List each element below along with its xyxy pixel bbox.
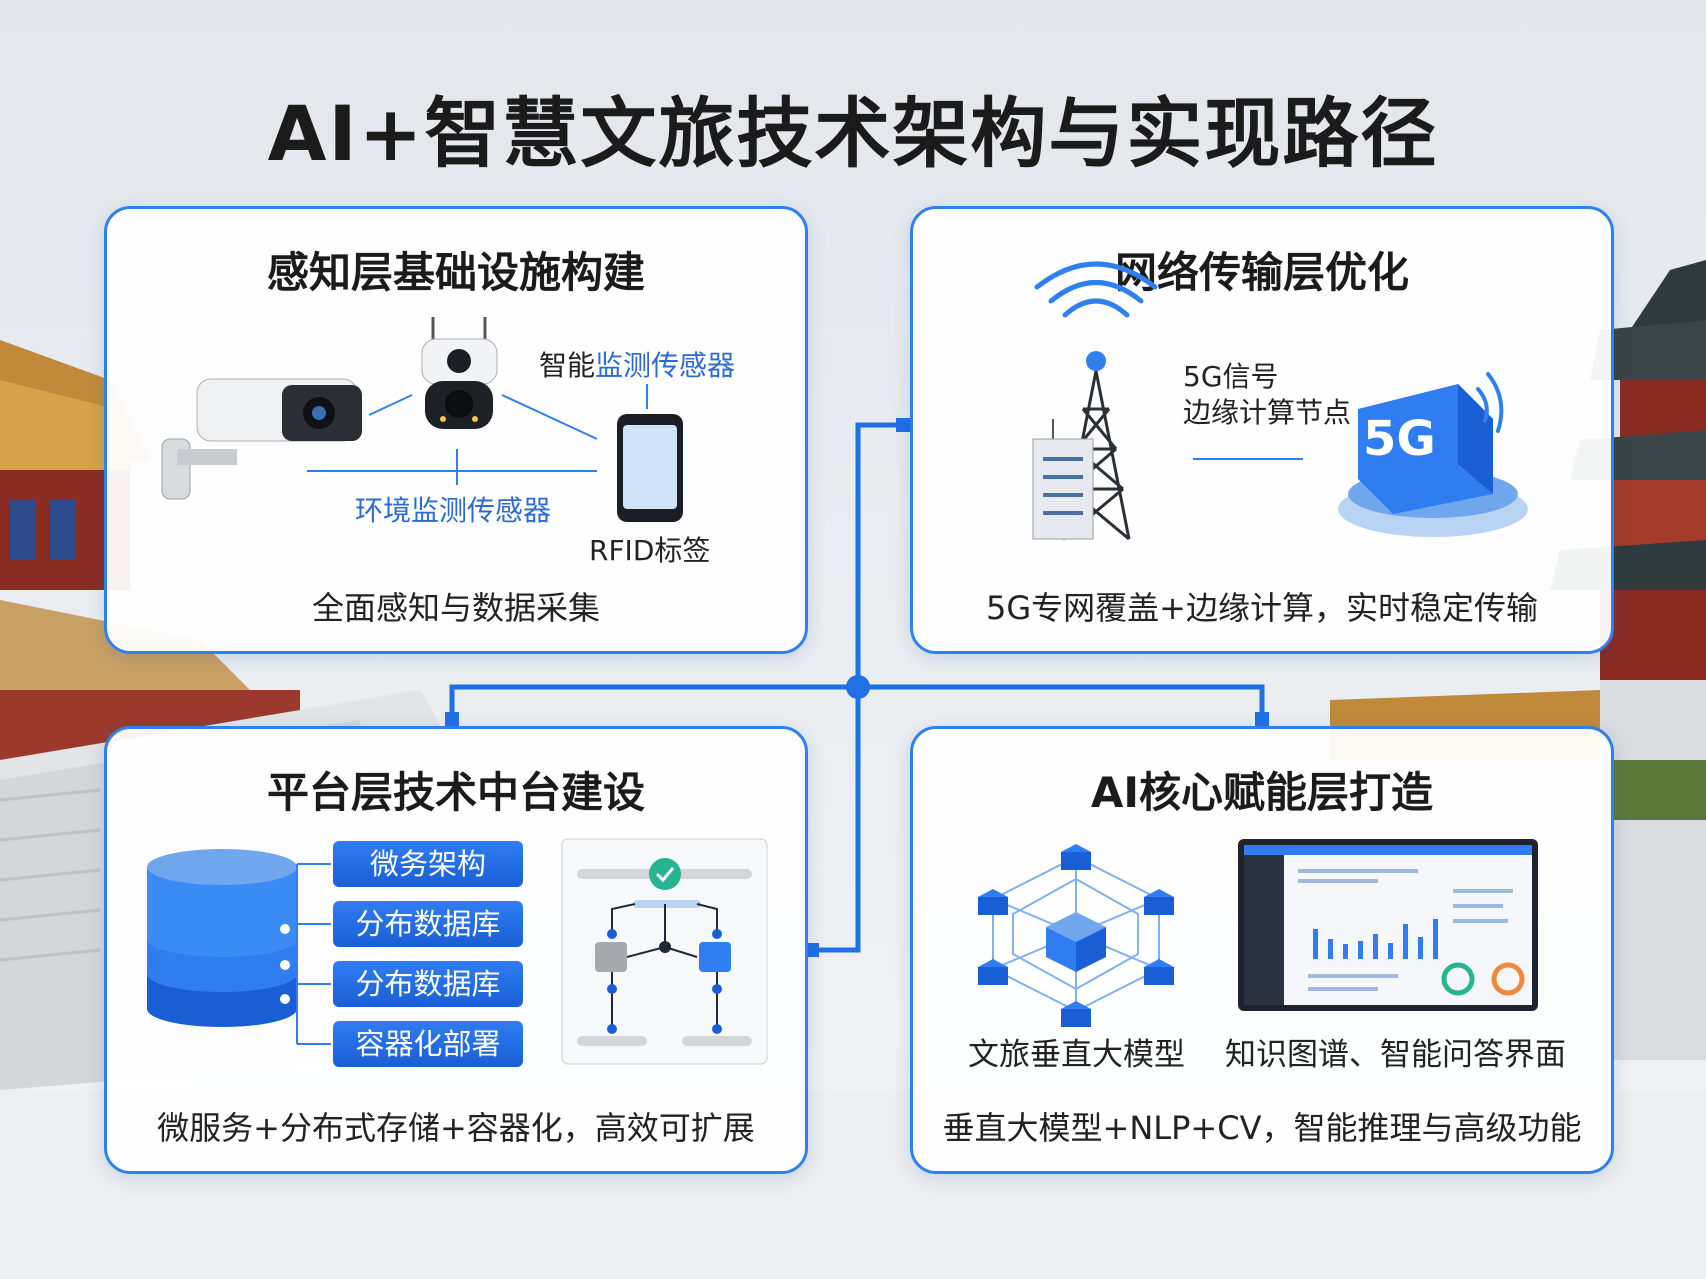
edge-server-icon <box>1032 419 1094 540</box>
knowledge-graph-label: 知识图谱、智能问答界面 <box>1225 1037 1566 1073</box>
right-pagoda-illustration <box>1330 260 1706 1060</box>
rfid-label: RFID标签 <box>589 534 711 567</box>
perception-layer-card: 感知层基础设施构建 <box>104 206 808 654</box>
network-card-title: 网络传输层优化 <box>1114 248 1409 297</box>
bullet-camera-icon <box>161 378 362 500</box>
network-illustration <box>1032 261 1528 541</box>
hub-node <box>846 675 870 699</box>
platform-illustration <box>147 838 768 1065</box>
ai-layer-card: AI核心赋能层打造 <box>910 726 1614 1174</box>
qa-dashboard-screen-icon <box>1238 839 1538 1011</box>
smart-sensor-label: 智能监测传感器 <box>539 349 736 382</box>
perception-illustration <box>161 317 683 522</box>
platform-layer-card: 平台层技术中台建设 <box>104 726 808 1174</box>
page-title: AI+智慧文旅技术架构与实现路径 <box>267 89 1439 178</box>
module-distributed-db-2: 分布数据库 <box>333 961 523 1007</box>
ai-illustration <box>978 839 1538 1027</box>
database-icon <box>147 849 297 1027</box>
env-sensor-label: 环境监测传感器 <box>355 494 552 527</box>
wifi-signal-icon <box>1034 261 1158 318</box>
network-layer-card: 网络传输层优化 <box>910 206 1614 654</box>
perception-card-title: 感知层基础设施构建 <box>266 248 645 297</box>
network-caption: 5G专网覆盖+边缘计算，实时稳定传输 <box>986 589 1538 627</box>
perception-caption: 全面感知与数据采集 <box>311 589 600 627</box>
module-distributed-db-1: 分布数据库 <box>333 901 523 947</box>
module-containerization: 容器化部署 <box>333 1021 523 1067</box>
signal-label: 5G信号 <box>1183 360 1279 393</box>
module-microservice: 微务架构 <box>333 841 523 887</box>
5g-platform-icon <box>1338 372 1528 537</box>
ai-caption: 垂直大模型+NLP+CV，智能推理与高级功能 <box>942 1109 1582 1147</box>
dome-camera-icon <box>421 317 498 429</box>
large-model-network-icon <box>978 844 1174 1027</box>
workflow-diagram-icon <box>561 838 768 1065</box>
platform-caption: 微服务+分布式存储+容器化，高效可扩展 <box>157 1109 755 1147</box>
platform-card-title: 平台层技术中台建设 <box>266 768 645 817</box>
5g-badge-text: 5G <box>1363 411 1436 467</box>
vertical-model-label: 文旅垂直大模型 <box>968 1037 1185 1073</box>
rfid-phone-icon <box>617 414 683 522</box>
edge-node-label: 边缘计算节点 <box>1183 396 1352 429</box>
ai-card-title: AI核心赋能层打造 <box>1090 768 1434 817</box>
